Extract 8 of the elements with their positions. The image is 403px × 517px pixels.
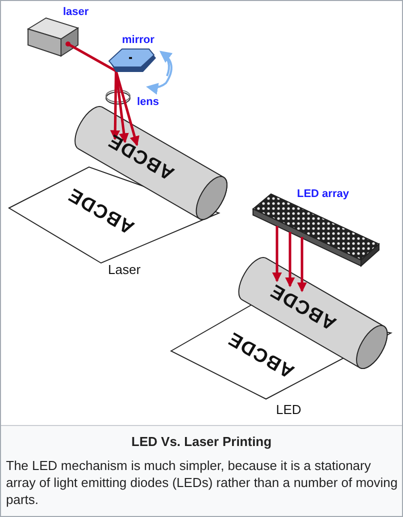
caption-label: LED	[276, 403, 302, 416]
part-label: lens	[137, 97, 160, 108]
caption-label: Laser	[108, 263, 141, 276]
caption-text: The LED mechanism is much simpler, because it is a stationary array of light emitting diodes (LEDs) rather than a number of moving parts.	[6, 457, 398, 508]
part-label: laser	[63, 7, 89, 18]
part-label: LED array	[297, 189, 349, 200]
part-label: mirror	[122, 35, 154, 46]
caption-title: LED Vs. Laser Printing	[130, 434, 273, 449]
